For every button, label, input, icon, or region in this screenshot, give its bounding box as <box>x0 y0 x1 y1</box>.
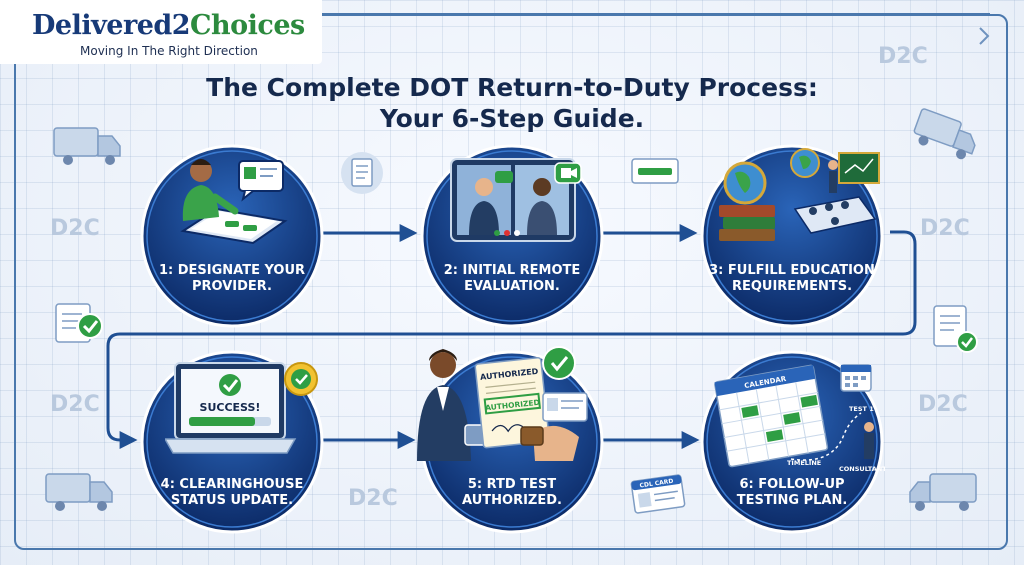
document-icon <box>341 152 383 194</box>
step-1-label: 1: DESIGNATE YOUR PROVIDER. <box>158 263 306 294</box>
checked-document-icon <box>933 305 978 353</box>
brand-tagline: Moving In The Right Direction <box>80 44 258 58</box>
truck-icon <box>913 108 976 160</box>
step-5: AUTHORIZED AUTHORIZED 5: RTD TEST AUTHOR… <box>417 346 605 535</box>
step-3-label: 3: FULFILL EDUCATION REQUIREMENTS. <box>709 263 875 294</box>
consultant-label: CONSULTANT <box>839 465 885 473</box>
brand-name-part1: Delivered2 <box>32 10 191 41</box>
test-label: TEST 1 <box>849 405 874 413</box>
step-1: 1: DESIGNATE YOUR PROVIDER. <box>139 143 325 329</box>
watermark: D2C <box>920 216 970 241</box>
watermark: D2C <box>348 486 398 511</box>
title-line-1: The Complete DOT Return-to-Duty Process: <box>206 73 818 102</box>
step-3: 3: FULFILL EDUCATION REQUIREMENTS. <box>699 143 885 329</box>
success-text: SUCCESS! <box>200 401 261 414</box>
step-4-label: 4: CLEARINGHOUSE STATUS UPDATE. <box>160 477 304 508</box>
step-6-label: 6: FOLLOW-UP TESTING PLAN. <box>736 477 848 508</box>
page-title: The Complete DOT Return-to-Duty Process:… <box>0 72 1024 134</box>
authorization-illustration: AUTHORIZED AUTHORIZED <box>417 346 588 461</box>
checked-document-icon <box>55 303 103 343</box>
provider-selection-illustration <box>180 159 288 245</box>
watermark: D2C <box>918 392 968 417</box>
watermark: D2C <box>878 44 928 69</box>
step-2-label: 2: INITIAL REMOTE EVALUATION. <box>443 263 581 294</box>
progress-card-icon <box>631 158 679 184</box>
brand-logo: Delivered2Choices <box>32 10 305 41</box>
follow-up-calendar-illustration: CALENDAR TEST 1 TIMELINE CONSULTANT <box>714 364 885 473</box>
laptop-success-illustration: SUCCESS! <box>165 362 318 454</box>
step-5-label: 5: RTD TEST AUTHORIZED. <box>462 477 562 508</box>
step-4: SUCCESS! 4: CLEARINGHOUSE STATUS UPDATE. <box>139 349 325 535</box>
brand-block: Delivered2Choices Moving In The Right Di… <box>0 0 322 64</box>
cdl-card-icon: CDL CARD <box>630 474 686 514</box>
watermark: D2C <box>50 216 100 241</box>
truck-icon <box>53 127 121 165</box>
cdl-card-text: CDL CARD <box>639 478 674 490</box>
watermark: D2C <box>50 392 100 417</box>
step-6: CALENDAR TEST 1 TIMELINE CONSULTANT 6: F… <box>699 349 885 535</box>
brand-name-part2: Choices <box>190 10 305 41</box>
education-illustration <box>719 148 880 241</box>
step-2: 2: INITIAL REMOTE EVALUATION. <box>419 143 605 329</box>
title-line-2: Your 6-Step Guide. <box>379 104 645 133</box>
truck-icon <box>45 473 113 511</box>
timeline-label: TIMELINE <box>787 459 821 467</box>
video-call-illustration <box>450 158 582 242</box>
truck-icon <box>909 473 977 511</box>
